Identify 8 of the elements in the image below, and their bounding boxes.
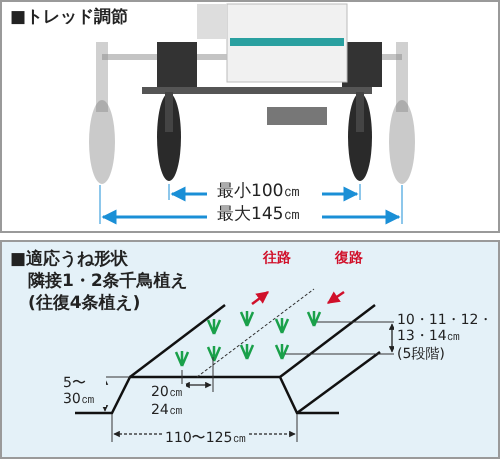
subheading: (往復4条植え) (28, 294, 140, 314)
panel-heading: ■トレッド調節 (10, 8, 128, 28)
direction-label: 復路 (332, 250, 366, 266)
subheading: 隣接1・2条千鳥植え (28, 272, 188, 292)
panel (0, 0, 500, 233)
panel-heading: ■適応うね形状 (10, 250, 128, 270)
direction-label: 往路 (260, 250, 294, 266)
panel (0, 240, 500, 459)
